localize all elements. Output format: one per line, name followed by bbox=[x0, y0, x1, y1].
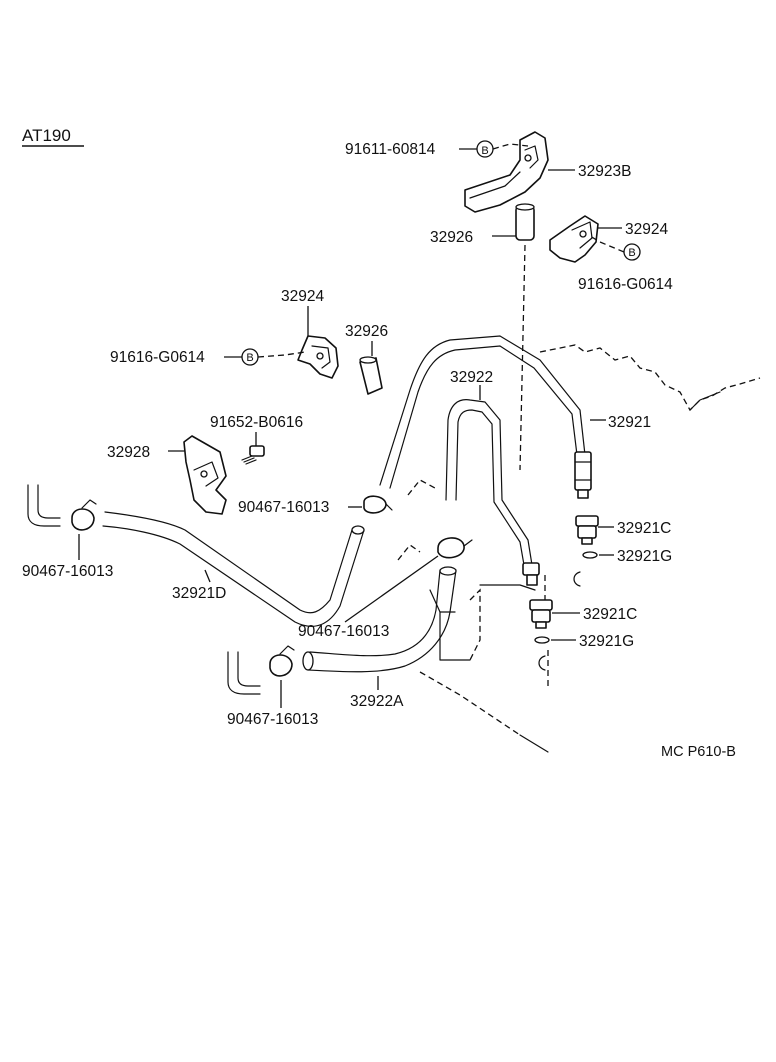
bolt-91652 bbox=[241, 445, 265, 465]
label-32926-top: 32926 bbox=[430, 229, 473, 246]
circle-marker-91616-left-letter: B bbox=[246, 352, 253, 364]
hose-32926-top bbox=[515, 203, 535, 241]
tube-32922 bbox=[445, 399, 540, 586]
label-32921g-top: 32921G bbox=[617, 548, 672, 565]
label-90467-mid: 90467-16013 bbox=[238, 499, 329, 516]
clamp-32928 bbox=[183, 435, 227, 515]
label-91652-b0616: 91652-B0616 bbox=[210, 414, 303, 431]
label-32924-right: 32924 bbox=[625, 221, 668, 238]
hose-32922a bbox=[227, 566, 457, 695]
circle-marker-91616-right-letter: B bbox=[628, 247, 635, 259]
label-32922: 32922 bbox=[450, 369, 493, 386]
hose-32926-left bbox=[359, 356, 383, 395]
union-32921c-bottom bbox=[529, 599, 553, 629]
label-91616-g0614-left: 91616-G0614 bbox=[110, 349, 205, 366]
label-32924-left: 32924 bbox=[281, 288, 324, 305]
label-32921g-bottom: 32921G bbox=[579, 633, 634, 650]
model-title: AT190 bbox=[22, 126, 71, 145]
label-91611-60814: 91611-60814 bbox=[345, 141, 436, 158]
label-32928: 32928 bbox=[107, 444, 150, 461]
circle-marker-91611-letter: B bbox=[481, 145, 488, 157]
label-32921c-top: 32921C bbox=[617, 520, 671, 537]
clamp-32924-left bbox=[297, 335, 339, 379]
label-90467-left: 90467-16013 bbox=[22, 563, 113, 580]
label-32921c-bottom: 32921C bbox=[583, 606, 637, 623]
clamp-32924-right bbox=[549, 215, 599, 263]
label-32922a: 32922A bbox=[350, 693, 404, 710]
label-90467-bottom: 90467-16013 bbox=[227, 711, 318, 728]
union-32921c-top bbox=[575, 515, 599, 545]
bracket-32923b bbox=[464, 131, 549, 213]
gasket-32921g-top bbox=[582, 551, 598, 559]
hose-32921d bbox=[27, 484, 365, 627]
hose-clamp-mid bbox=[363, 495, 393, 514]
label-32926-left: 32926 bbox=[345, 323, 388, 340]
tube-32921 bbox=[379, 335, 592, 499]
hose-clamp-center bbox=[437, 537, 473, 559]
ref-code: MC P610-B bbox=[661, 744, 736, 760]
label-32923b: 32923B bbox=[578, 163, 631, 180]
label-90467-center: 90467-16013 bbox=[298, 623, 389, 640]
gasket-32921g-bottom bbox=[534, 636, 550, 644]
label-32921d: 32921D bbox=[172, 585, 226, 602]
label-91616-g0614-right: 91616-G0614 bbox=[578, 276, 673, 293]
label-32921: 32921 bbox=[608, 414, 651, 431]
